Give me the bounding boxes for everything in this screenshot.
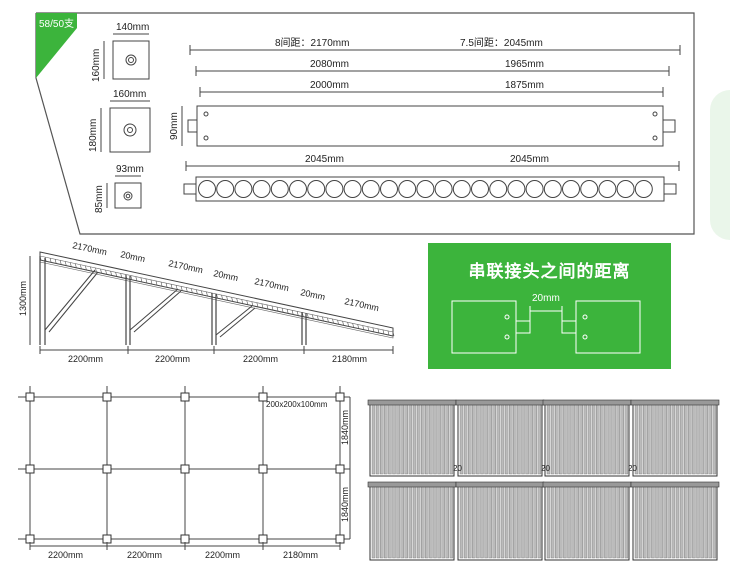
- grid-post: [335, 392, 345, 402]
- tube-hole: [270, 180, 289, 198]
- tube-hole: [252, 180, 271, 198]
- grid-row-2: 1840mm: [340, 487, 350, 522]
- header-box-2: [109, 107, 151, 153]
- tube-hole: [361, 180, 380, 198]
- dim-row4-right: 2045mm: [510, 154, 549, 165]
- frame-bottom-3: 2200mm: [243, 354, 278, 364]
- grid-row-1: 1840mm: [340, 410, 350, 445]
- frame-height: 1300mm: [18, 281, 28, 316]
- tube-hole: [307, 180, 326, 198]
- dim-row2-right: 1965mm: [505, 59, 544, 70]
- tube-hole: [489, 180, 508, 198]
- side-height: 90mm: [169, 112, 180, 140]
- tube-hole: [398, 180, 417, 198]
- array-gap-2: 20: [541, 464, 550, 473]
- dim-row2-left: 2080mm: [310, 59, 349, 70]
- tube-hole: [343, 180, 362, 198]
- tube-hole: [452, 180, 471, 198]
- grid-col-3: 2200mm: [205, 550, 240, 560]
- tube-hole: [598, 180, 617, 198]
- grid-post: [180, 464, 190, 474]
- header-box-3: [114, 182, 142, 209]
- box3-height: 85mm: [94, 185, 105, 213]
- grid-post: [102, 464, 112, 474]
- grid-col-1: 2200mm: [48, 550, 83, 560]
- tube-hole: [471, 180, 489, 198]
- tube-hole: [289, 180, 307, 198]
- frame-bottom-4: 2180mm: [332, 354, 367, 364]
- tube-hole: [525, 180, 544, 198]
- tube-hole: [543, 180, 562, 198]
- dim-row1-right: 7.5间距：2045mm: [460, 36, 543, 49]
- tube-hole: [434, 180, 453, 198]
- box1-width: 140mm: [116, 22, 149, 33]
- grid-col-4: 2180mm: [283, 550, 318, 560]
- dim-row4-left: 2045mm: [305, 154, 344, 165]
- dim-row3-right: 1875mm: [505, 80, 544, 91]
- array-gap-3: 20: [628, 464, 637, 473]
- grid-post: [25, 464, 35, 474]
- tube-holes: [198, 180, 653, 198]
- dim-row3-left: 2000mm: [310, 80, 349, 91]
- post-size: 200x200x100mm: [266, 400, 328, 409]
- grid-post: [335, 464, 345, 474]
- tube-hole: [580, 180, 599, 198]
- decor-corner: [710, 90, 730, 240]
- tube-hole: [634, 180, 653, 198]
- corner-tag: 58/50支: [39, 18, 74, 30]
- box2-height: 180mm: [88, 119, 99, 152]
- grid-post: [25, 392, 35, 402]
- tube-hole: [380, 180, 398, 198]
- tube-hole: [325, 180, 344, 198]
- connector-gap: 20mm: [532, 293, 560, 304]
- array-gap-1: 20: [453, 464, 462, 473]
- box1-height: 160mm: [91, 49, 102, 82]
- grid-col-2: 2200mm: [127, 550, 162, 560]
- tube-hole: [216, 180, 235, 198]
- tube-hole: [562, 180, 580, 198]
- tube-hole: [234, 180, 253, 198]
- box2-width: 160mm: [113, 89, 146, 100]
- dim-row1-left: 8间距：2170mm: [275, 36, 349, 49]
- frame-bottom-2: 2200mm: [155, 354, 190, 364]
- box3-width: 93mm: [116, 164, 144, 175]
- frame-bottom-1: 2200mm: [68, 354, 103, 364]
- grid-post: [258, 464, 268, 474]
- grid-post: [258, 392, 268, 402]
- tube-hole: [507, 180, 526, 198]
- connector-distance-panel: 串联接头之间的距离 20mm: [428, 243, 671, 369]
- grid-posts: [25, 392, 345, 544]
- tube-hole: [198, 180, 216, 198]
- header-box-1: [112, 40, 150, 80]
- connector-distance-title: 串联接头之间的距离: [468, 262, 631, 281]
- tube-hole: [416, 180, 435, 198]
- grid-post: [102, 392, 112, 402]
- grid-post: [180, 392, 190, 402]
- corner-tag-bg: [36, 13, 77, 78]
- header-hole-1: [125, 54, 137, 66]
- tube-hole: [616, 180, 635, 198]
